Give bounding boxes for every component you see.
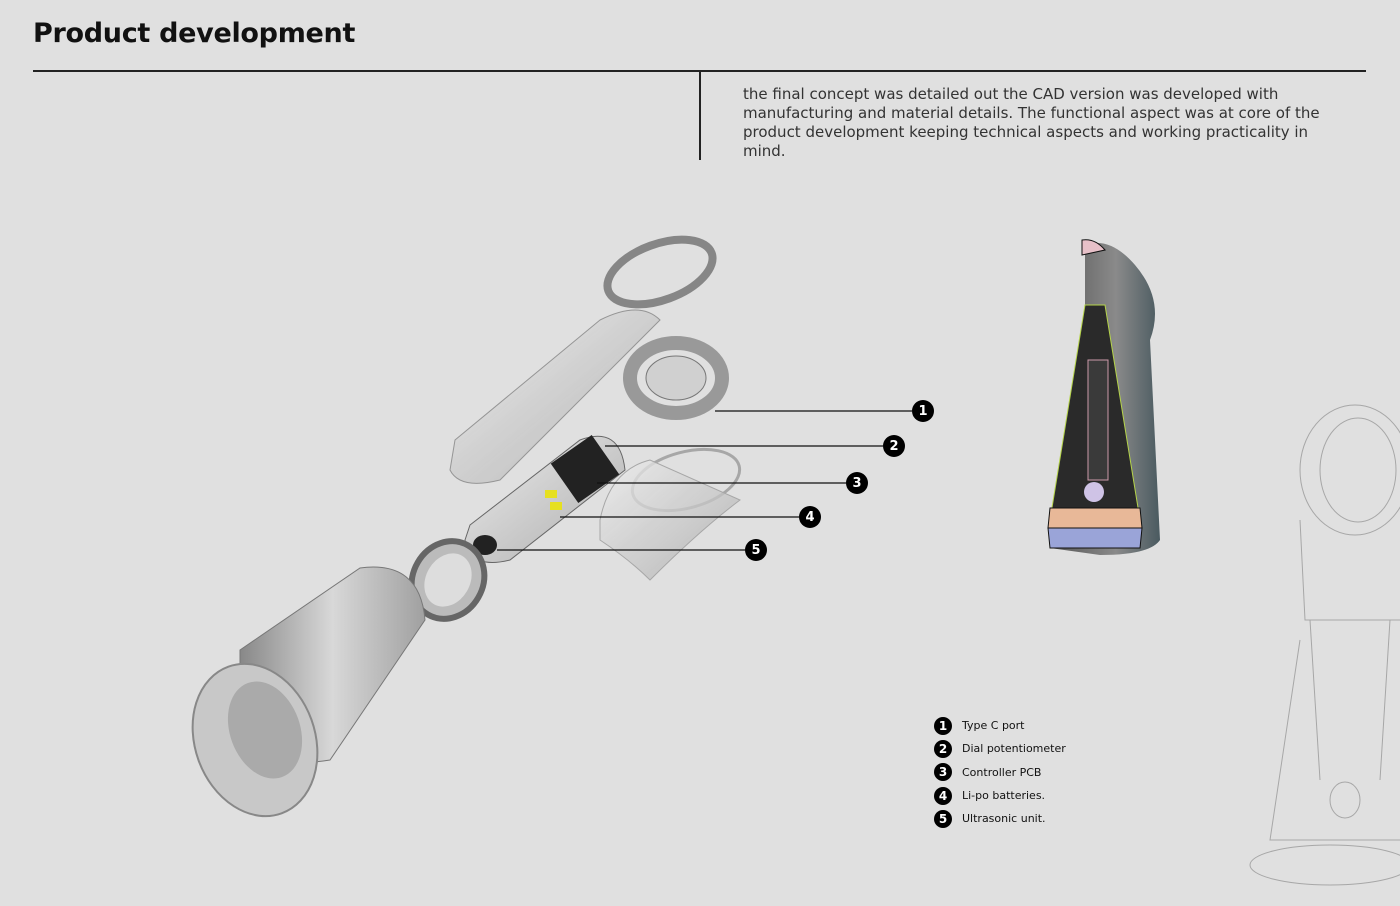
- callout-2: 2: [883, 435, 905, 457]
- callout-1: 1: [912, 400, 934, 422]
- handle-part: [449, 235, 717, 484]
- wireframe-illustration: [1249, 404, 1400, 886]
- component-legend: 1 Type C port 2 Dial potentiometer 3 Contro…: [934, 714, 1066, 830]
- callout-4: 4: [799, 506, 821, 528]
- dial-ring-part: [623, 336, 729, 420]
- legend-number: 2: [934, 739, 952, 758]
- legend-item: 5 Ultrasonic unit.: [934, 807, 1066, 830]
- cone-base-part: [191, 566, 426, 818]
- legend-number: 4: [934, 786, 952, 805]
- callout-5: 5: [745, 539, 767, 561]
- page-title: Product development: [33, 18, 356, 49]
- vertical-divider: [699, 71, 701, 160]
- callout-3: 3: [846, 472, 868, 494]
- legend-label: Dial potentiometer: [962, 742, 1066, 756]
- legend-number: 5: [934, 809, 952, 828]
- legend-item: 2 Dial potentiometer: [934, 737, 1066, 760]
- legend-label: Li-po batteries.: [962, 789, 1046, 803]
- legend-label: Ultrasonic unit.: [962, 812, 1046, 826]
- legend-number: 1: [934, 716, 952, 735]
- legend-item: 3 Controller PCB: [934, 761, 1066, 784]
- legend-number: 3: [934, 763, 952, 782]
- connector-ring-part: [408, 538, 488, 622]
- description-text: the final concept was detailed out the C…: [743, 85, 1320, 160]
- legend-label: Controller PCB: [962, 765, 1042, 779]
- legend-label: Type C port: [962, 719, 1025, 733]
- electronics-core-part: [464, 435, 626, 563]
- callout-lines: [497, 410, 912, 551]
- legend-item: 4 Li-po batteries.: [934, 784, 1066, 807]
- cross-section-illustration: [1047, 239, 1160, 556]
- legend-item: 1 Type C port: [934, 714, 1066, 737]
